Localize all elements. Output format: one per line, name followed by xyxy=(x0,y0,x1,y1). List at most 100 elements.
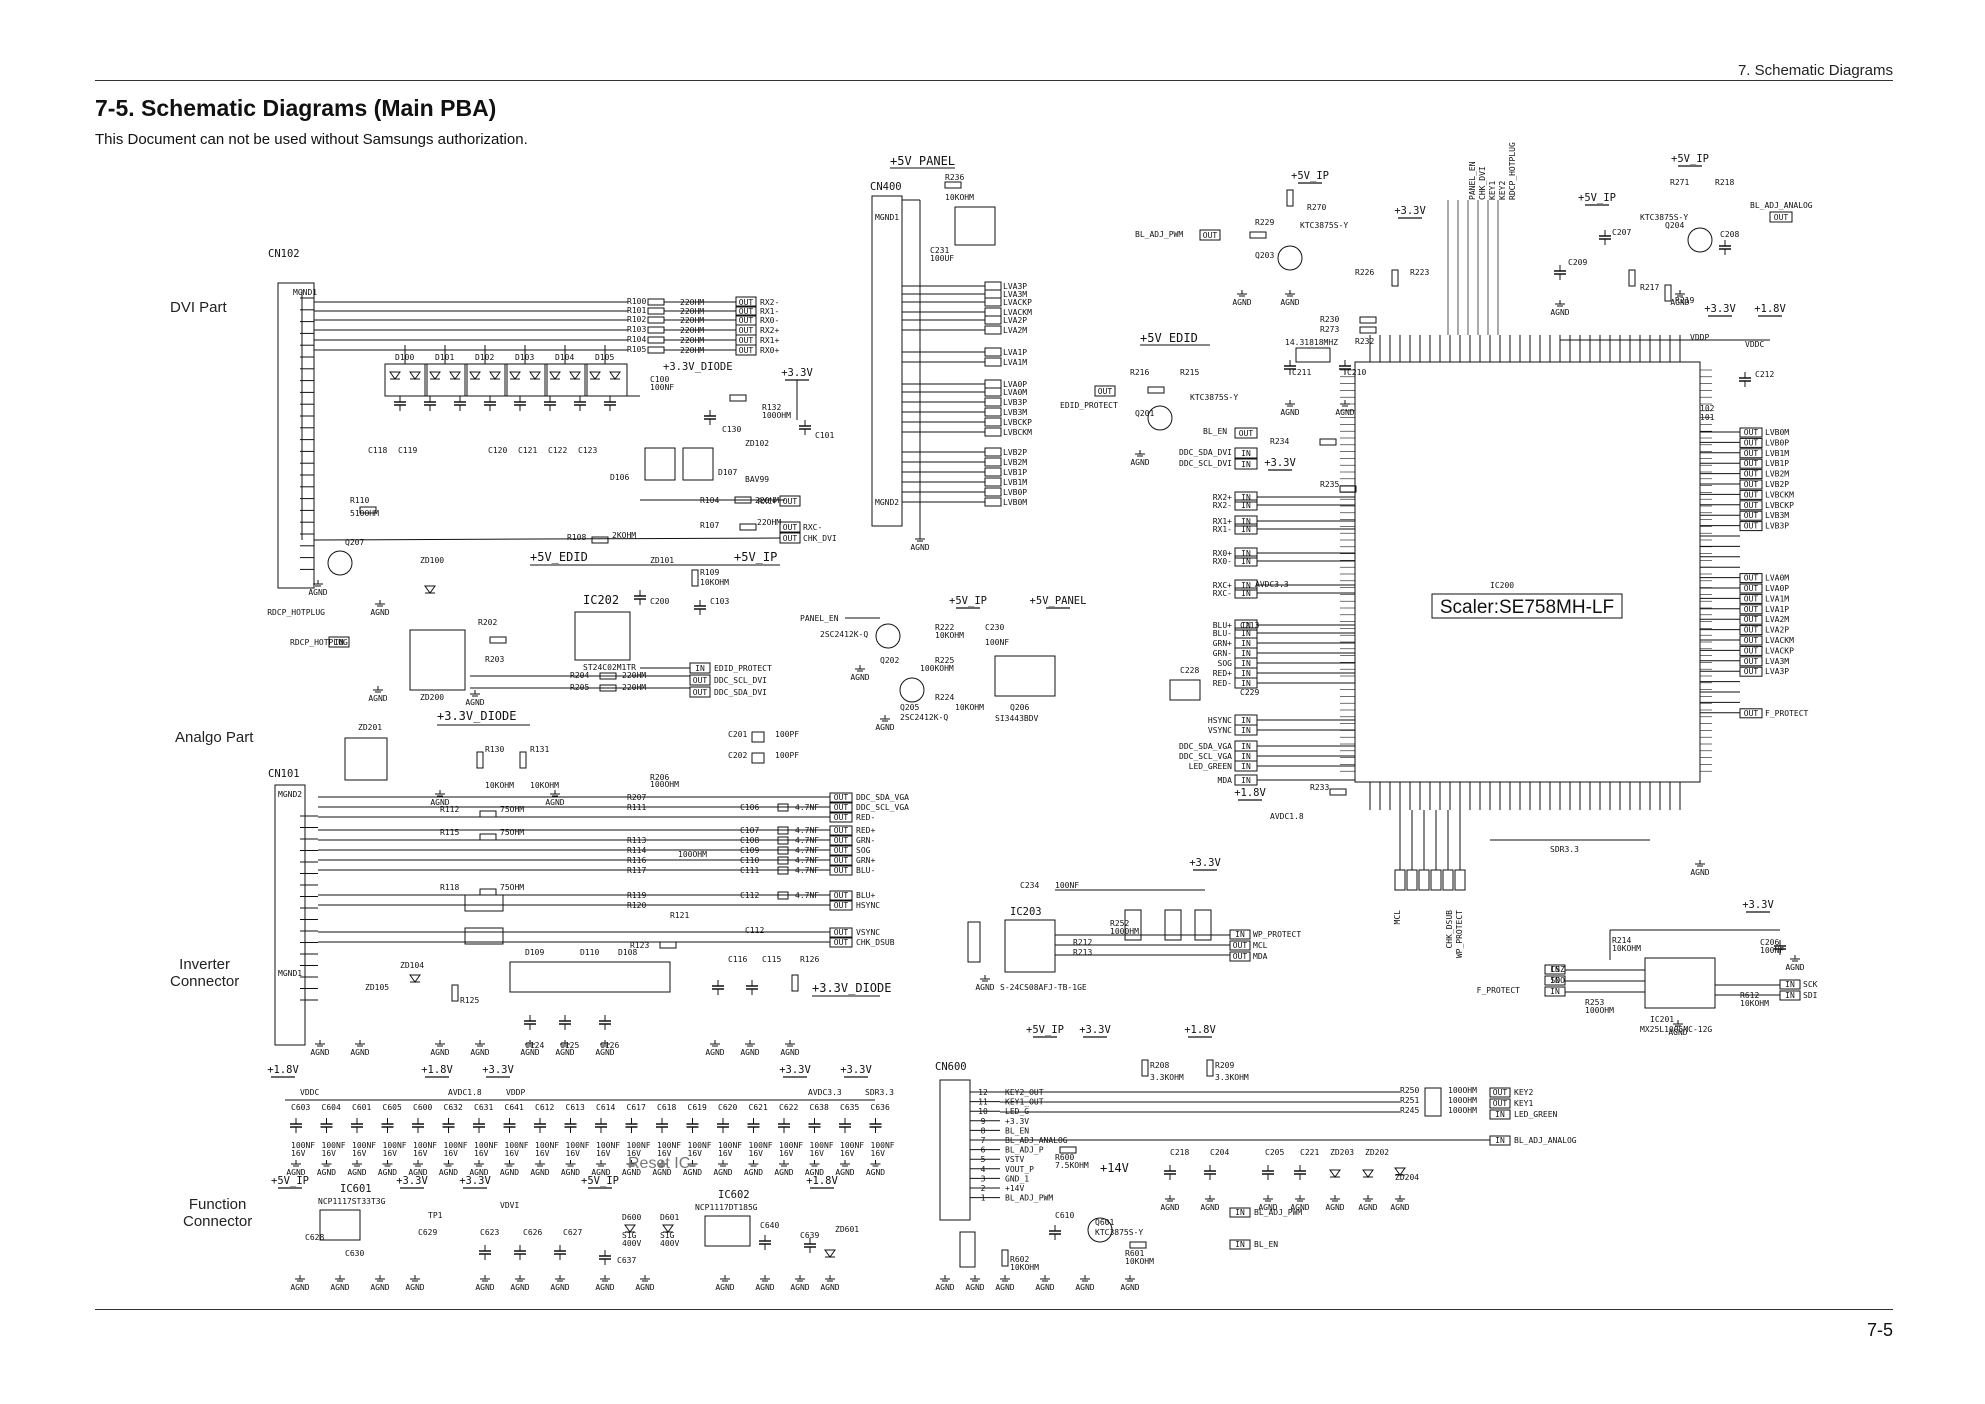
ddc-scl-dvi-in xyxy=(1234,458,1258,470)
r230 xyxy=(1359,316,1377,324)
dvi-resistor-1 xyxy=(647,307,665,315)
q201-transistor xyxy=(1147,405,1173,431)
rail-5v-edid: +5V_EDID xyxy=(530,550,588,564)
ground-label: AGND xyxy=(510,1283,529,1292)
r125-label: R125 xyxy=(460,996,479,1005)
port-dir: IN xyxy=(1550,965,1560,974)
clamp-diode xyxy=(609,371,621,380)
scaler-out-port-6 xyxy=(1739,489,1763,500)
decap-val-15: 100NF xyxy=(749,1141,773,1150)
decap-val-5: 100NF xyxy=(444,1141,468,1150)
decap-label-8: C612 xyxy=(535,1103,554,1112)
ground-label: AGND xyxy=(405,1283,424,1292)
ground-label: AGND xyxy=(805,1168,824,1177)
ground-label: AGND xyxy=(850,673,869,682)
clamp-diode xyxy=(509,371,521,380)
zd201-label: ZD201 xyxy=(358,723,382,732)
lvds-port-0 xyxy=(984,281,1002,291)
zd204 xyxy=(1394,1167,1406,1176)
port-dir: OUT xyxy=(1744,574,1759,583)
panel-en-top: PANEL_EN xyxy=(1468,161,1477,200)
vddc-label: VDDC xyxy=(1745,340,1764,349)
decap-val-7: 100NF xyxy=(505,1141,529,1150)
r222-label: R222 xyxy=(935,623,954,632)
wp-net: WP_PROTECT xyxy=(1253,930,1301,939)
r208-value: 3.3KOHM xyxy=(1150,1073,1184,1082)
section-label-dvi: DVI Part xyxy=(170,299,227,316)
cn600-pin-num: 6 xyxy=(981,1146,986,1155)
scaler-out-port-3 xyxy=(1739,458,1763,469)
port-dir: OUT xyxy=(1744,626,1759,635)
ddc-sda-dvi-net: DDC_SDA_DVI xyxy=(714,688,767,697)
port-dir: OUT xyxy=(1744,709,1759,718)
c130-label: C130 xyxy=(722,425,741,434)
decap-label-16: C622 xyxy=(779,1103,798,1112)
lvds-net-10: LVB3P xyxy=(1003,398,1027,407)
decap-val-16: 100NF xyxy=(779,1141,803,1150)
decap-volt-1: 16V xyxy=(322,1149,337,1158)
vga-port-7 xyxy=(829,865,853,876)
scaler-in-net-16: VSYNC xyxy=(1208,726,1232,735)
cn600-pin-num: 10 xyxy=(978,1107,988,1116)
scaler-out-port-27 xyxy=(1739,708,1763,719)
rxc-plus-port xyxy=(779,495,801,507)
ground-label: AGND xyxy=(370,608,389,617)
decap-volt-15: 16V xyxy=(749,1149,764,1158)
cap-label: C120 xyxy=(488,446,507,455)
port-dir: IN xyxy=(1241,669,1251,678)
r131-value: 10KOHM xyxy=(530,781,559,790)
decap-label-18: C635 xyxy=(840,1103,859,1112)
r109 xyxy=(691,569,699,587)
cn600-pin-9: GND_1 xyxy=(1005,1174,1029,1183)
port-dir: IN xyxy=(1241,649,1251,658)
r216-label: R216 xyxy=(1130,368,1149,377)
key1-net: KEY1 xyxy=(1514,1099,1533,1108)
ic203-label: IC203 xyxy=(1010,906,1042,918)
ground-label: AGND xyxy=(310,1048,329,1057)
decap-label-19: C636 xyxy=(871,1103,890,1112)
c103-label: C103 xyxy=(710,597,729,606)
q204-transistor xyxy=(1687,227,1713,253)
ground-label: AGND xyxy=(744,1168,763,1177)
scaler-out-net-17: LVA1P xyxy=(1765,605,1789,614)
vga-port-11 xyxy=(829,937,853,948)
r222-value: 10KOHM xyxy=(935,631,964,640)
dvi-resistor-2 xyxy=(647,316,665,324)
cn600-pin-4: BL_EN xyxy=(1005,1126,1029,1135)
scaler-out-net-9: LVB3P xyxy=(1765,522,1789,531)
vga-net-6: GRN+ xyxy=(856,856,875,865)
r130-label: R130 xyxy=(485,745,504,754)
vga-res-value: 100OHM xyxy=(678,850,707,859)
port-dir: IN xyxy=(1241,679,1251,688)
section-header: 7. Schematic Diagrams xyxy=(1737,62,1893,79)
scaler-out-port-1 xyxy=(1739,437,1763,448)
r253-label: R253 xyxy=(1585,998,1604,1007)
port-dir: OUT xyxy=(783,534,798,543)
scaler-in-net-12: SOG xyxy=(1218,659,1233,668)
clamp-diode xyxy=(589,371,601,380)
edid-protect-port xyxy=(689,662,711,674)
rail-3v3-j: +3.3V xyxy=(396,1175,428,1187)
scaler-out-net-20: LVACKM xyxy=(1765,636,1794,645)
zd101-label: ZD101 xyxy=(650,556,674,565)
port-dir: IN xyxy=(1241,460,1251,469)
sdi-port xyxy=(1779,990,1801,1001)
c201-label: C201 xyxy=(728,730,747,739)
wire xyxy=(313,537,781,541)
r214-value: 10KOHM xyxy=(1612,944,1641,953)
scaler-out-port-18 xyxy=(1739,614,1763,625)
bottom-rule xyxy=(95,1309,1893,1310)
decap-val-17: 100NF xyxy=(810,1141,834,1150)
lvds-net-9: LVA0M xyxy=(1003,388,1027,397)
vddp-label: VDDP xyxy=(1690,333,1709,342)
scaler-out-net-15: LVA0P xyxy=(1765,584,1789,593)
decap-val-14: 100NF xyxy=(718,1141,742,1150)
c116-label: C116 xyxy=(728,955,747,964)
cap-label: C119 xyxy=(398,446,417,455)
lvds-net-0: LVA3P xyxy=(1003,282,1027,291)
ground-label: AGND xyxy=(820,1283,839,1292)
ground-label: AGND xyxy=(965,1283,984,1292)
c623-label: C623 xyxy=(480,1228,499,1237)
lvds-port-5 xyxy=(984,325,1002,335)
ground-label: AGND xyxy=(635,1283,654,1292)
